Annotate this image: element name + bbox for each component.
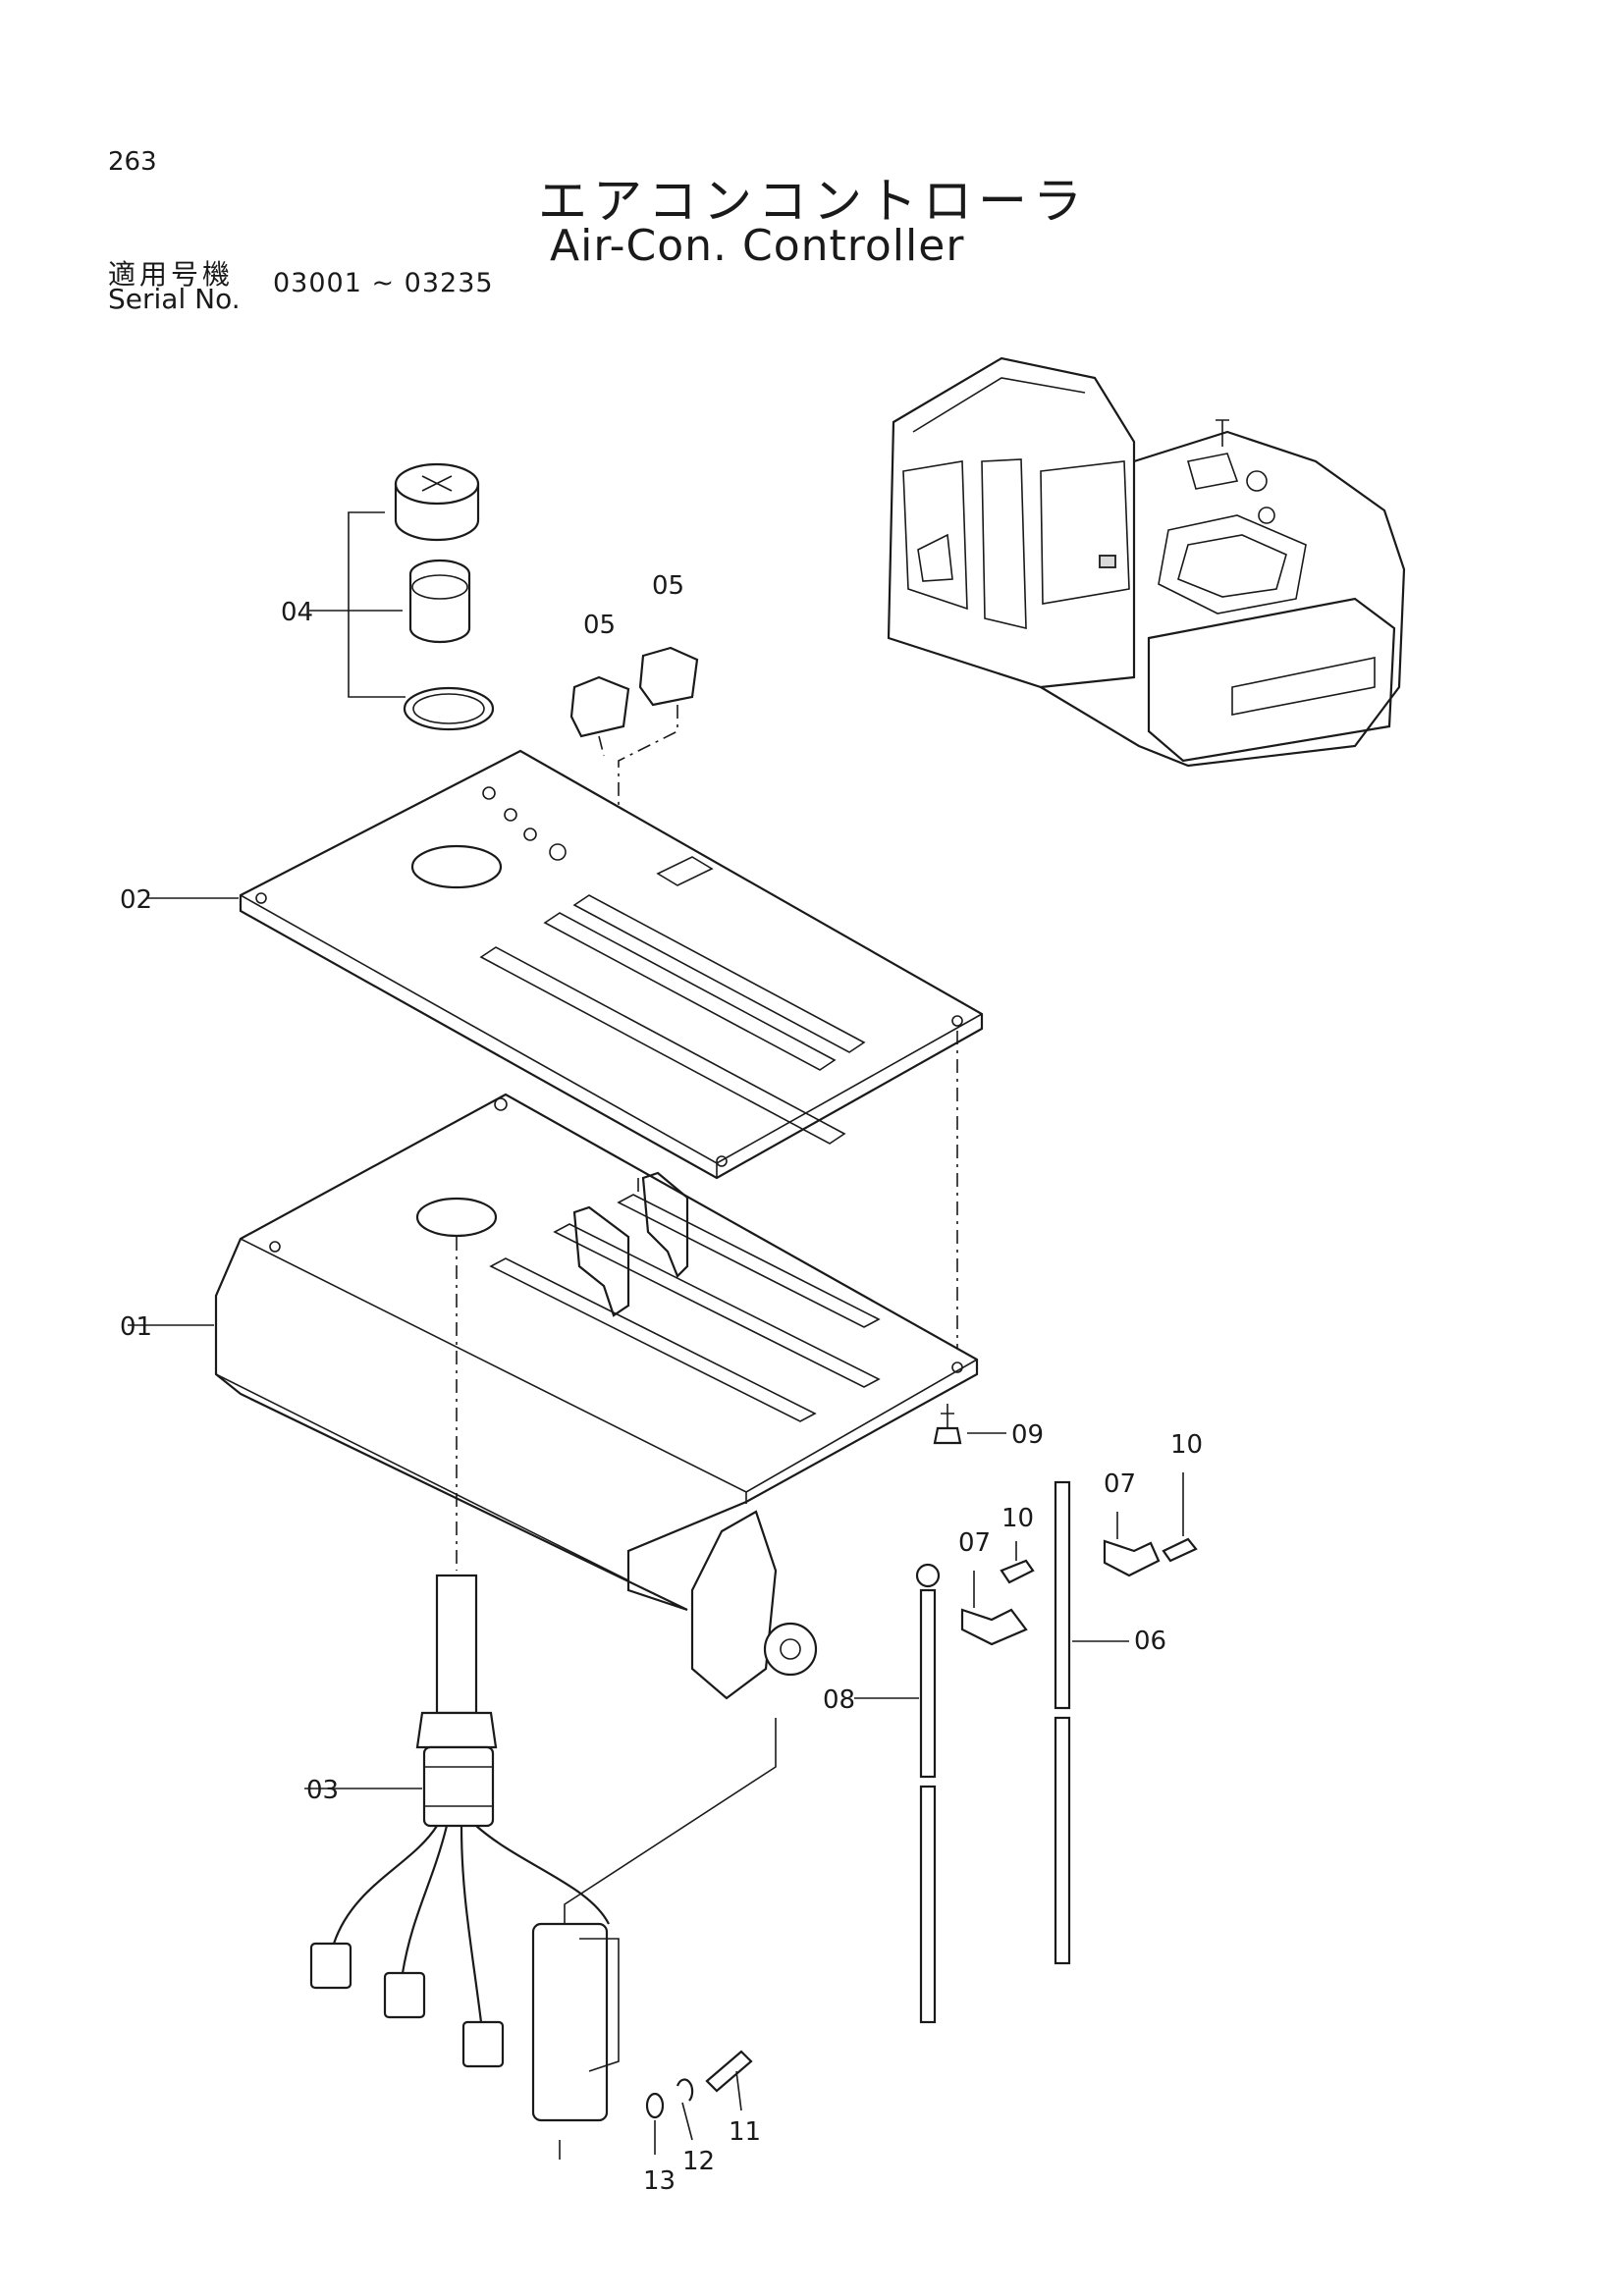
part-06-control-rod	[1054, 1480, 1129, 1965]
callout-02: 02	[120, 885, 152, 915]
callout-10-left: 10	[1001, 1504, 1034, 1533]
page-number: 263	[108, 147, 157, 177]
callout-06: 06	[1134, 1627, 1166, 1656]
callout-09: 09	[1011, 1420, 1044, 1450]
serial-range: 03001 ~ 03235	[273, 268, 494, 298]
part-03-rotary-switch-harness	[304, 1574, 777, 2160]
callout-01: 01	[120, 1312, 152, 1342]
part-04-knob-assembly	[309, 462, 495, 731]
excavator-overview-illustration	[887, 356, 1406, 768]
callout-05-left: 05	[583, 611, 616, 640]
part-09-clip	[933, 1404, 1006, 1445]
part-08-control-rod	[854, 1563, 941, 2024]
part-01-base-bracket	[128, 1093, 979, 1700]
part-05-knob-caps	[569, 646, 699, 883]
callout-13: 13	[643, 2166, 676, 2196]
callout-04: 04	[281, 598, 313, 627]
part-02-top-panel	[147, 749, 984, 1364]
callout-08: 08	[823, 1685, 855, 1715]
callout-03: 03	[306, 1776, 339, 1805]
parts-11-12-13-fasteners	[645, 2050, 753, 2155]
callout-labels: 01 02 03 04 05 05 06 07 07 08 09 10 10 1…	[120, 571, 1203, 2196]
page-title-english: Air-Con. Controller	[550, 221, 965, 271]
callout-11: 11	[729, 2117, 761, 2147]
callout-12: 12	[682, 2147, 715, 2176]
parts-07-10-clamps-bolts	[960, 1472, 1198, 1646]
callout-07-right: 07	[1104, 1469, 1136, 1499]
serial-label-english: Serial No.	[108, 283, 241, 315]
callout-10-right: 10	[1170, 1430, 1203, 1460]
callout-07-left: 07	[958, 1528, 991, 1558]
callout-05-right: 05	[652, 571, 684, 601]
page-title-japanese: エアコンコントローラ	[538, 173, 1088, 230]
serial-label-japanese: 適用号機	[108, 258, 235, 291]
